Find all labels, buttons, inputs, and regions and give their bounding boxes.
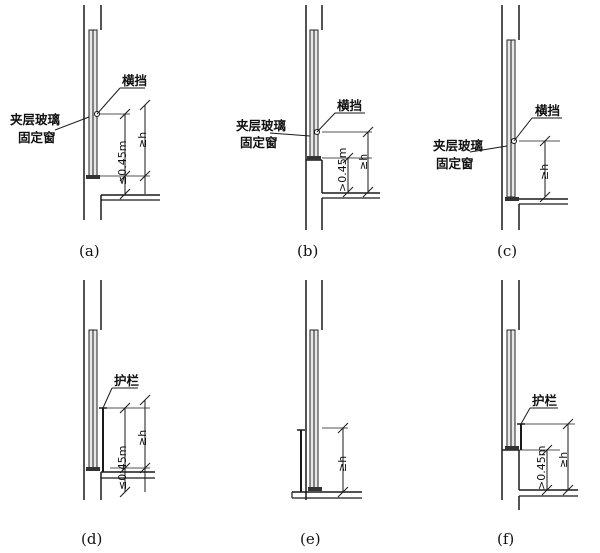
caption-d: (d)	[81, 530, 102, 548]
dim-left-a: ≤0.45m	[116, 141, 129, 185]
leader-glass-a	[54, 116, 90, 131]
wall-a	[83, 5, 160, 220]
dimension-lines-f	[519, 418, 575, 496]
caption-a: (a)	[79, 242, 100, 260]
caption-c: (c)	[497, 242, 517, 260]
dimension-lines-c	[519, 135, 560, 203]
glass-window-d	[86, 329, 100, 471]
glass-window-f	[505, 329, 519, 450]
dim-right-c: ≥h	[538, 164, 551, 180]
panel-f: 护栏 >0.45m ≥h (f)	[497, 280, 578, 548]
caption-e: (e)	[300, 530, 321, 548]
dimension-lines-d	[100, 394, 151, 498]
dim-left-b: >0.45m	[336, 148, 349, 192]
dim-right-a: ≥h	[136, 132, 149, 148]
leader-glass-c	[469, 145, 508, 153]
glass-window-c	[505, 39, 519, 201]
dim-right-b: ≥h	[357, 154, 370, 170]
member-label-a: 横挡	[122, 73, 147, 88]
dim-right-d: ≥h	[136, 430, 149, 446]
caption-b: (b)	[297, 242, 318, 260]
glass-label-line1-a: 夹层玻璃	[10, 112, 61, 127]
wall-b	[305, 5, 380, 230]
dim-right-e: ≥h	[336, 456, 349, 472]
leader-member-f	[520, 407, 531, 425]
panel-a: 横挡 夹层玻璃 固定窗 ≤0.45m ≥h (a)	[10, 5, 160, 260]
glass-window-b	[307, 29, 321, 160]
wall-d	[83, 280, 155, 500]
glass-window-e	[308, 329, 322, 491]
leader-glass-b	[269, 132, 311, 137]
caption-f: (f)	[497, 530, 514, 548]
dim-left-f: >0.45m	[535, 446, 548, 490]
leader-member-d	[102, 387, 113, 409]
panel-b: 横挡 夹层玻璃 固定窗 >0.45m ≥h (b)	[236, 5, 380, 260]
member-label-c: 横挡	[535, 103, 560, 118]
wall-c	[501, 5, 568, 230]
dimension-lines-b	[322, 126, 374, 198]
railing-d	[99, 407, 107, 472]
panel-c: 横挡 夹层玻璃 固定窗 ≥h (c)	[433, 5, 568, 260]
leader-member-a	[96, 87, 121, 115]
panel-d: 护栏 ≤0.45m ≥h (d)	[81, 280, 155, 548]
wall-e	[291, 280, 362, 500]
panel-e: ≥h (e)	[291, 280, 362, 548]
dimension-lines-e	[322, 422, 349, 498]
glass-window-a	[86, 29, 100, 179]
leader-member-c	[513, 117, 533, 142]
member-label-f: 护栏	[532, 393, 558, 408]
glass-label-line1-c: 夹层玻璃	[433, 138, 484, 153]
member-label-b: 横挡	[337, 98, 362, 113]
glass-label-line2-a: 固定窗	[18, 130, 56, 145]
dim-right-f: ≥h	[557, 452, 570, 468]
dim-left-d: ≤0.45m	[116, 446, 129, 490]
dimension-lines-a	[100, 99, 151, 200]
glass-label-line1-b: 夹层玻璃	[236, 118, 287, 133]
member-label-d: 护栏	[114, 373, 140, 388]
railing-e	[297, 429, 305, 492]
glass-label-line2-b: 固定窗	[240, 135, 278, 150]
glass-label-line2-c: 固定窗	[436, 156, 474, 171]
leader-member-b	[316, 112, 336, 133]
